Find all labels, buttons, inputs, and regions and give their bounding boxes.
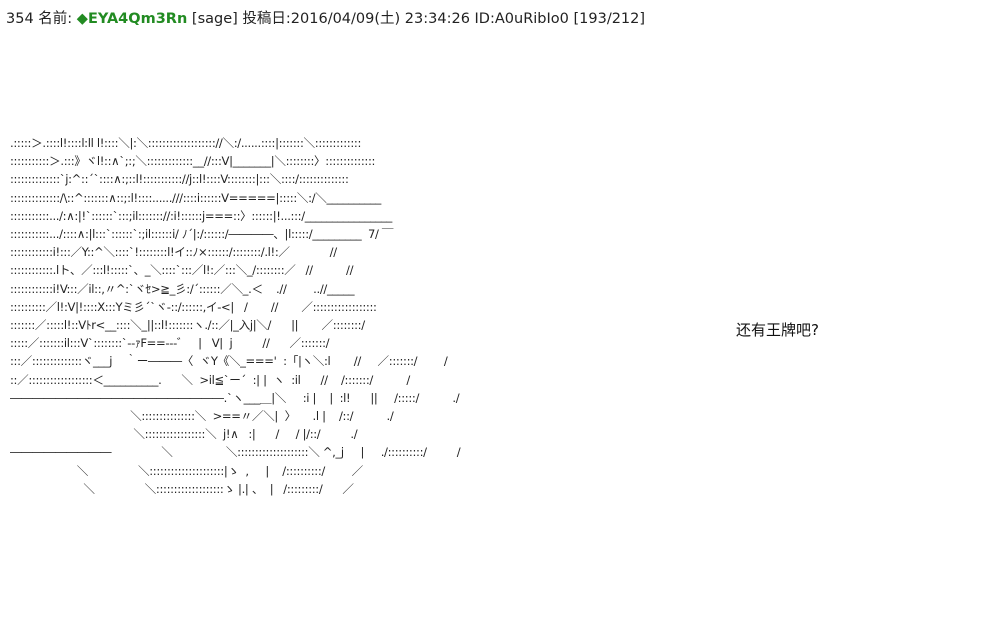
art-line: ::::::::::::.lト、／:::l!:::::`、_＼::::`:::／… [10,263,354,278]
post-count: [193/212] [573,11,646,27]
art-line: ::::::::::::::/\::^:::::::∧::;:l!::::...… [10,190,381,205]
art-line: .:::::＞.::::l!::::l:ll l!::::＼|:＼:::::::… [10,136,362,150]
side-caption: 还有王牌吧? [736,321,819,339]
art-line: ::::::::::／l!:V|!::::X:::Yミ彡´`ヾ-::/:::::… [10,299,377,314]
art-line: :::::::::::＞.:::》ヾl!::∧`;:;＼::::::::::::… [10,154,376,169]
art-line: :::::::::::.../:∧:|!`::::::`:::;il::::::… [10,208,392,223]
post-date: 2016/04/09(土) 23:34:26 [290,11,470,27]
ascii-art: .:::::＞.::::l!::::l:ll l!::::＼|:＼:::::::… [10,134,461,498]
art-line: ＼:::::::::::::::＼ >==〃／＼| 〉 .l | /::/ ./ [10,409,394,424]
art-line: ::／::::::::::::::::::＜__________. ＼ >il≦… [10,372,410,387]
mail-field: [sage] [191,11,238,27]
art-line: ―――――――――――――――――――.`ヽ___＿|＼ :i | | :l! … [10,390,460,405]
art-line: ＼ ＼:::::::::::::::::::::|ゝ , | /::::::::… [10,463,364,478]
art-line: :::::／:::::::il:::V`::::::::`-‐ｧF==---゛ … [10,336,330,351]
art-line: ＼:::::::::::::::::＼ j!∧ :| / / |/::/ ./ [10,427,358,442]
post-header: 354 名前: ◆EYA4Qm3Rn [sage] 投稿日:2016/04/09… [6,10,645,28]
art-line: :::／::::::::::::::ヾ___j ｀ー―――〈 ヾY《＼_==='… [10,354,448,369]
art-line: ――――――――― ＼ ＼::::::::::::::::::::＼ ^,_j … [10,445,461,460]
poster-id[interactable]: ID:A0uRibIo0 [474,11,569,27]
date-label: 投稿日: [242,11,291,27]
art-line: ::::::::::::::`j:^::´`::::∧:;::l!:::::::… [10,172,349,187]
art-line: :::::::／:::::l!::Vﾄr<__::::＼_||::l!:::::… [10,318,365,333]
name-label: 名前: [38,11,73,27]
art-line: ::::::::::::i!V:::／il::,〃^:`ヾｾ>≧_彡:/´:::… [10,281,355,296]
art-line: :::::::::::.../::::∧:|l:::`::::::`:;il::… [10,227,394,242]
post-number[interactable]: 354 [6,11,34,27]
poster-trip: ◆EYA4Qm3Rn [76,11,188,27]
art-line: ＼ ＼:::::::::::::::::::ゝ |.| 、 | /:::::::… [10,481,354,496]
art-line: ::::::::::::i!:::／Y::^＼::::`!::::::::l!イ… [10,245,337,260]
